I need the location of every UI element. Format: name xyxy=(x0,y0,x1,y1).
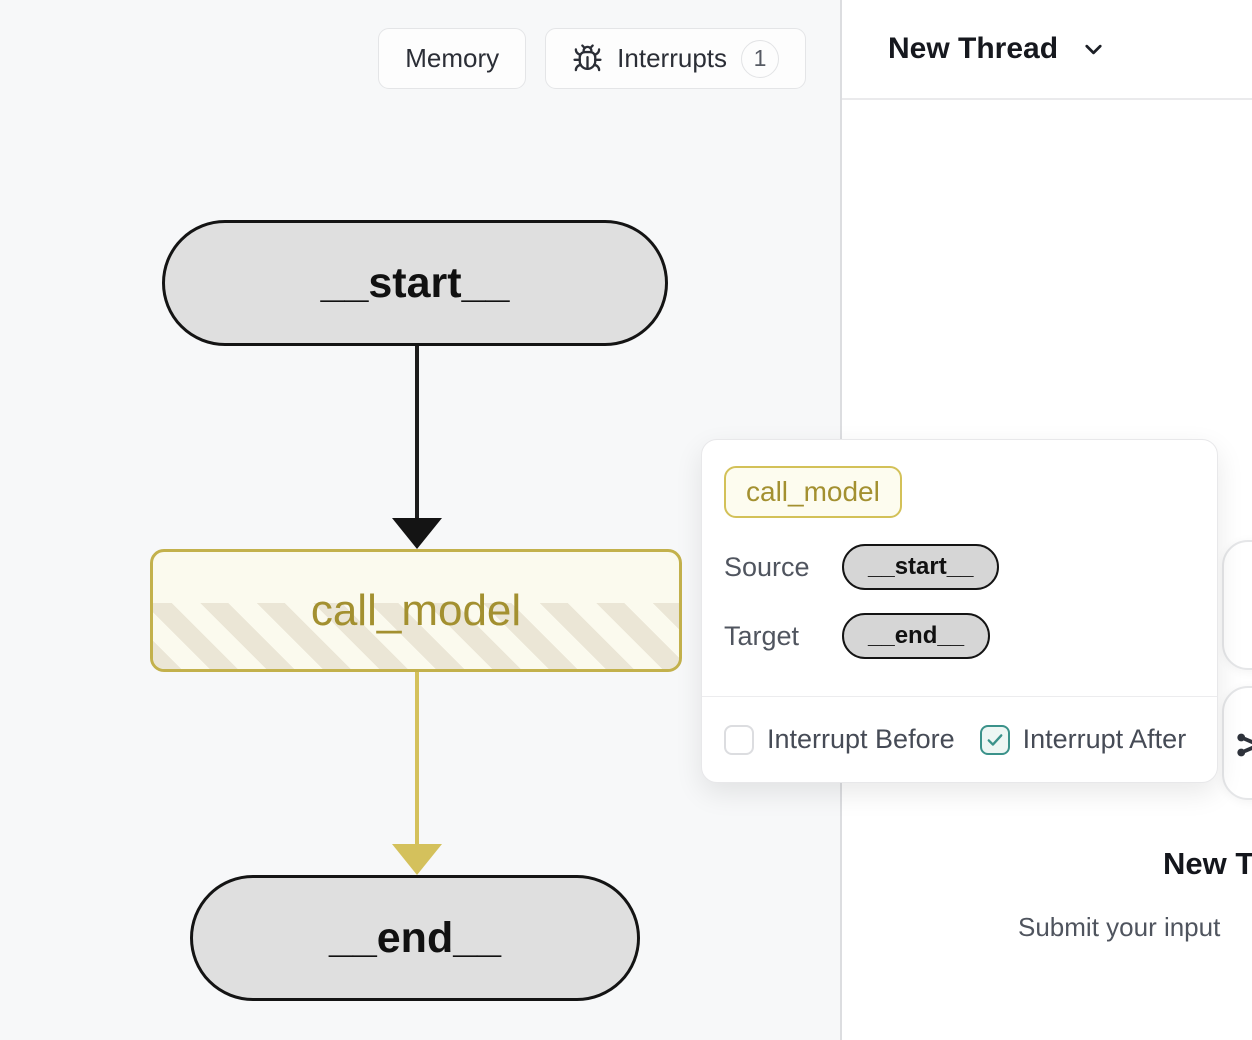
target-label: Target xyxy=(724,620,800,651)
memory-button[interactable]: Memory xyxy=(378,28,527,89)
interrupt-after-label: Interrupt After xyxy=(1022,724,1187,754)
interrupts-count-badge: 1 xyxy=(741,39,779,78)
graph-panel: Memory Interrupts 1 __start__ call xyxy=(150,28,806,1001)
thread-header: New Thread xyxy=(842,0,1252,100)
bug-icon xyxy=(573,44,602,72)
empty-state-heading: New Thread xyxy=(1163,846,1252,881)
graph-node-call-model[interactable]: call_model xyxy=(150,549,682,672)
target-node-pill[interactable]: __end__ xyxy=(842,613,991,659)
edge-start-to-model[interactable] xyxy=(415,346,419,520)
thread-title: New Thread xyxy=(888,32,1059,65)
popover-footer: Interrupt Before Interrupt After xyxy=(702,696,1217,782)
graph-node-call-model-label: call_model xyxy=(310,585,522,635)
empty-state-subtext: Submit your input xyxy=(1018,912,1221,942)
edge-details-popover: call_model Source __start__ Target __end… xyxy=(701,439,1218,783)
edge-start-to-model-arrowhead xyxy=(392,518,442,549)
interrupt-before-group: Interrupt Before xyxy=(724,724,955,755)
graph-share-icon xyxy=(1237,733,1252,757)
interrupts-button-label: Interrupts xyxy=(617,43,727,73)
interrupt-before-checkbox[interactable] xyxy=(724,724,754,755)
popover-body: call_model Source __start__ Target __end… xyxy=(702,440,1217,659)
edge-model-to-end[interactable] xyxy=(415,672,419,846)
interrupt-after-group: Interrupt After xyxy=(979,724,1187,755)
target-row: Target __end__ xyxy=(724,613,1195,659)
floating-card-top[interactable] xyxy=(1222,540,1252,670)
source-node-pill[interactable]: __start__ xyxy=(842,544,1000,590)
interrupt-before-label: Interrupt Before xyxy=(767,724,955,754)
interrupt-stripes-overlay xyxy=(153,603,679,669)
chevron-down-icon[interactable] xyxy=(1080,36,1107,63)
graph-node-start[interactable]: __start__ xyxy=(162,220,668,346)
interrupts-button[interactable]: Interrupts 1 xyxy=(545,28,806,89)
source-label: Source xyxy=(724,551,810,582)
edge-model-to-end-arrowhead xyxy=(392,844,442,875)
graph-node-end[interactable]: __end__ xyxy=(190,875,640,1001)
node-badge: call_model xyxy=(724,466,902,518)
check-icon xyxy=(987,733,1003,746)
interrupt-after-checkbox[interactable] xyxy=(979,724,1010,755)
memory-button-label: Memory xyxy=(405,43,500,73)
source-row: Source __start__ xyxy=(724,544,1195,590)
graph-toolbar: Memory Interrupts 1 xyxy=(378,28,806,89)
floating-card-bottom[interactable] xyxy=(1222,686,1252,800)
